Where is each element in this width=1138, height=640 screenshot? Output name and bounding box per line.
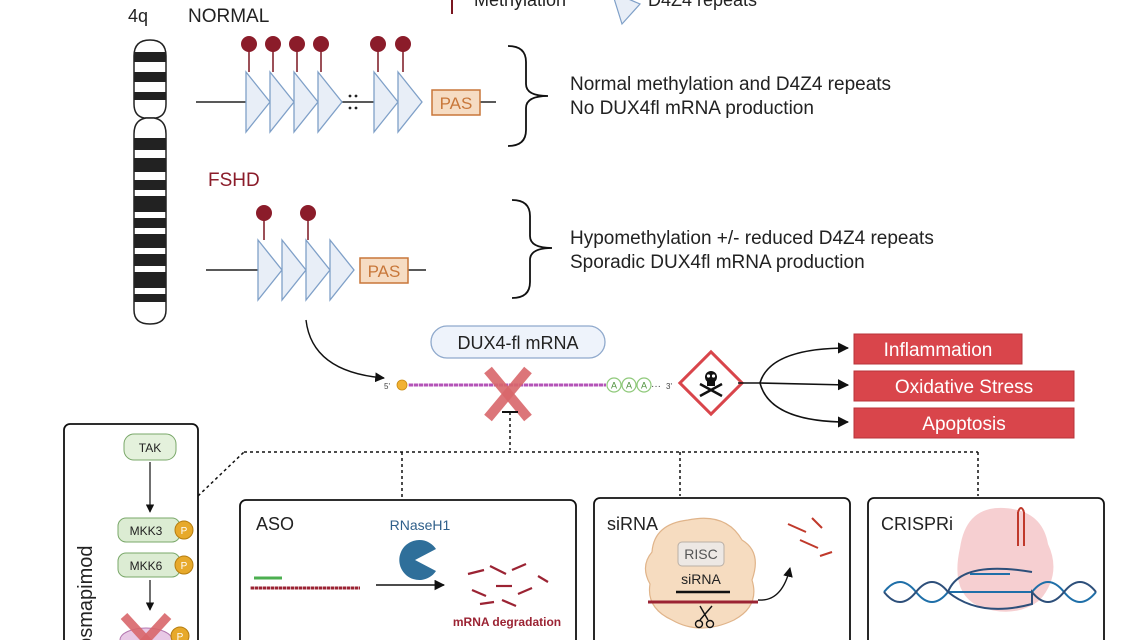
sirna-panel: siRNA RISC siRNA	[593, 497, 851, 640]
effect-box-apoptosis	[853, 407, 1075, 439]
fshd-description-line1: Hypomethylation +/- reduced D4Z4 repeats	[570, 228, 934, 249]
mkk3-label: MKK3	[130, 524, 163, 538]
polya-a2	[621, 377, 637, 393]
effect-box-inflammation	[853, 333, 1023, 365]
sirna-title: siRNA	[607, 514, 658, 534]
svg-text:A: A	[626, 381, 632, 391]
normal-description-line1: Normal methylation and D4Z4 repeats	[570, 74, 891, 95]
five-prime-cap	[396, 379, 408, 391]
normal-ellipsis	[348, 94, 358, 110]
normal-title: NORMAL	[188, 6, 269, 27]
normal-pas-label: PAS	[440, 94, 473, 113]
fshd-pas-box	[359, 257, 409, 284]
sirna-fragments-icon	[787, 517, 833, 557]
normal-brace	[507, 45, 549, 147]
phospho-p38-icon	[170, 626, 190, 640]
svg-text:P: P	[181, 526, 188, 537]
d4z4-legend-icon	[613, 0, 642, 26]
rnaseh1-pacman-icon	[399, 540, 436, 580]
sirna-arrow	[757, 567, 793, 601]
effect-oxidative-stress: Oxidative Stress	[895, 377, 1033, 398]
polya-ellipsis: ···	[651, 381, 661, 392]
transcription-arrow	[305, 319, 385, 383]
fshd-pas-label: PAS	[368, 262, 401, 281]
sirna-label: siRNA	[681, 571, 721, 587]
fshd-locus: PAS	[206, 205, 426, 302]
normal-locus: PAS	[196, 36, 496, 134]
svg-text:A: A	[611, 381, 617, 391]
crispri-panel: CRISPRi	[867, 497, 1105, 640]
mrna-five-prime: 5'	[384, 382, 390, 391]
legend: Methylation D4Z4 repeats	[451, 0, 757, 26]
rna-fragments-icon	[467, 562, 549, 608]
legend-methylation-label: Methylation	[474, 0, 566, 10]
phospho-mkk6-icon	[174, 555, 194, 575]
aso-result-label: mRNA degradation	[453, 615, 561, 629]
methylation-lollipops-normal	[241, 36, 411, 72]
crispri-title: CRISPRi	[881, 514, 953, 534]
effect-box-oxidative-stress	[853, 370, 1075, 402]
guide-rna-loop	[1017, 507, 1025, 546]
svg-text:P: P	[181, 561, 188, 572]
aso-duplex	[250, 576, 360, 590]
losmapimod-panel: Losmapimod TAK MKK3 P MKK6 P P	[63, 423, 199, 640]
block-x-icon	[484, 366, 532, 422]
mrna-label-pill	[430, 325, 606, 359]
tak-label: TAK	[139, 441, 161, 455]
rnaseh1-label: RNaseH1	[390, 517, 451, 533]
phospho-mkk3-icon	[174, 520, 194, 540]
effect-inflammation: Inflammation	[884, 340, 993, 361]
fshd-title: FSHD	[208, 170, 260, 191]
methylation-lollipops-fshd	[256, 205, 316, 240]
mrna-strand: 5' A A A ··· 3'	[384, 377, 672, 393]
mkk6-label: MKK6	[130, 559, 163, 573]
legend-repeats-label: D4Z4 repeats	[648, 0, 757, 10]
chromosome-label: 4q	[128, 6, 148, 26]
polya-a1	[606, 377, 622, 393]
mrna-label: DUX4-fl mRNA	[457, 333, 578, 353]
normal-pas-box	[431, 89, 481, 116]
fshd-brace	[511, 199, 553, 299]
normal-description-line2: No DUX4fl mRNA production	[570, 98, 814, 119]
effects-list: Inflammation Oxidative Stress Apoptosis	[853, 333, 1075, 439]
effect-arrows	[738, 342, 850, 428]
therapy-connectors	[197, 451, 979, 500]
mrna-three-prime: 3'	[666, 382, 672, 391]
risc-label-box	[677, 541, 725, 567]
fshd-description-line2: Sporadic DUX4fl mRNA production	[570, 252, 865, 273]
toxicity-hazard-icon	[677, 349, 745, 417]
losmapimod-title: Losmapimod	[75, 545, 97, 640]
scissors-icon	[694, 605, 715, 629]
aso-title: ASO	[256, 514, 294, 534]
tak-node	[123, 433, 177, 461]
risc-label: RISC	[684, 546, 717, 562]
aso-panel: ASO RNaseH1 mRNA degradation	[239, 499, 577, 640]
losmapimod-block-x-icon	[120, 612, 172, 640]
chromosome-4q	[133, 39, 167, 325]
dcas9-protein	[957, 507, 1054, 612]
svg-text:A: A	[641, 381, 647, 391]
svg-text:P: P	[177, 632, 184, 640]
polya-a3	[636, 377, 652, 393]
dna-double-helix	[883, 567, 1097, 610]
effect-apoptosis: Apoptosis	[922, 414, 1005, 435]
